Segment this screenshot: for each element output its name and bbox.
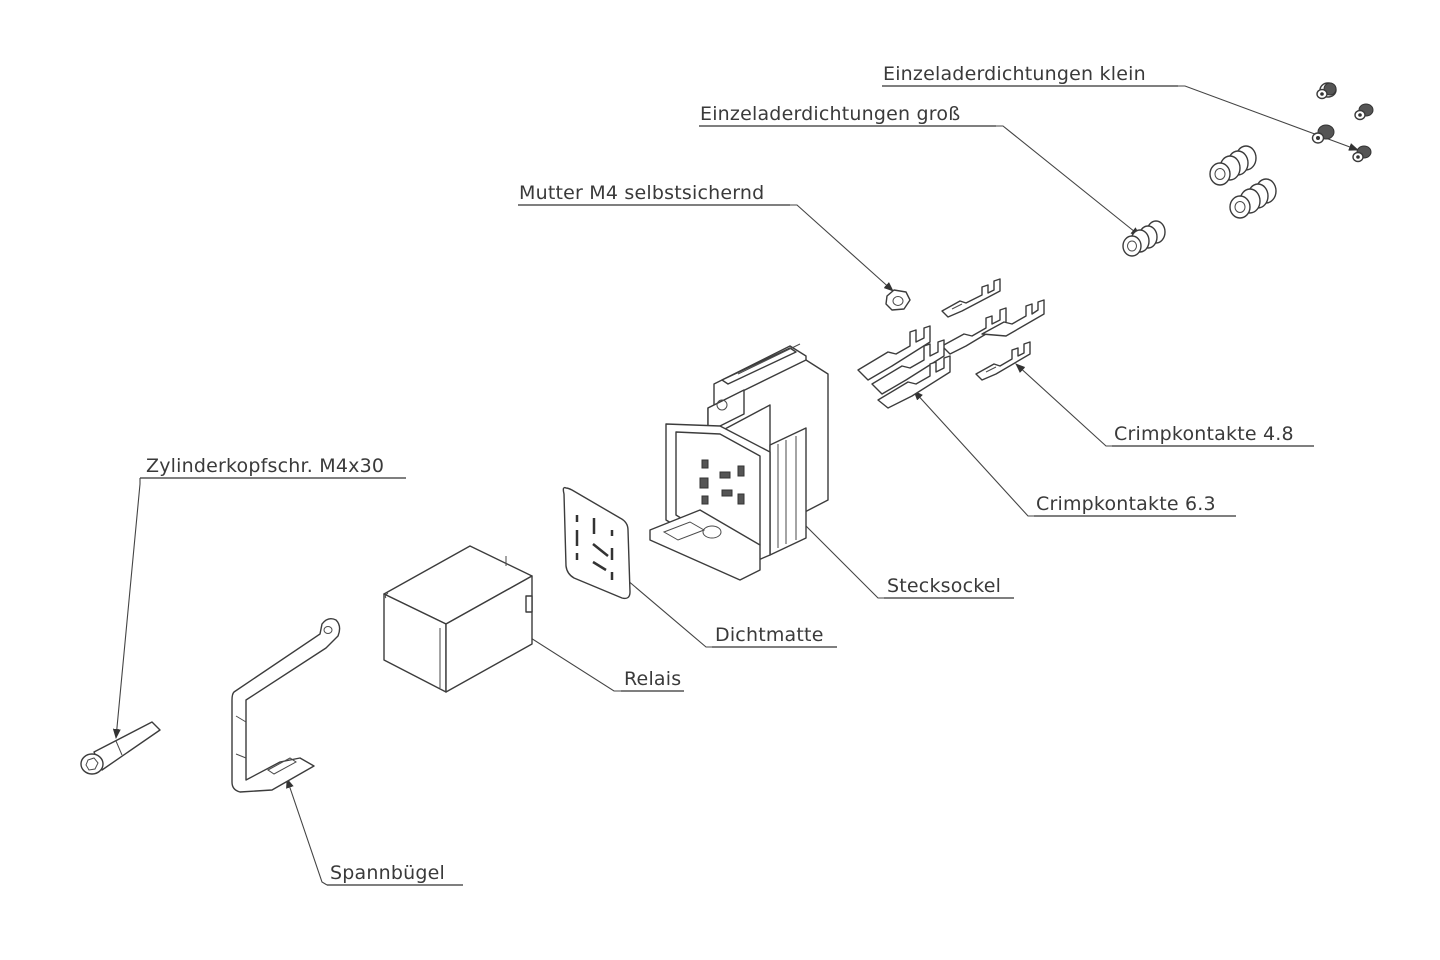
callout-stecksockel: Stecksockel xyxy=(781,501,1014,599)
small-seal xyxy=(1352,145,1372,163)
label-einzeladerdichtungen-gross: Einzeladerdichtungen groß xyxy=(700,103,960,125)
leader-line xyxy=(790,204,894,292)
part-dichtmatte xyxy=(562,486,631,600)
leader-line xyxy=(913,390,1034,517)
callout-zylinderkopfschraube: Zylinderkopfschr. M4x30 xyxy=(112,455,406,739)
small-seal xyxy=(1354,103,1374,121)
leader-line xyxy=(112,478,141,739)
leader-line xyxy=(599,556,712,648)
leader-line xyxy=(1178,85,1359,151)
callout-einzeladerdichtungen-gross: Einzeladerdichtungen groß xyxy=(699,103,1141,237)
part-relais xyxy=(383,545,533,693)
leader-line xyxy=(511,625,621,692)
callout-einzeladerdichtungen-klein: Einzeladerdichtungen klein xyxy=(882,63,1359,151)
label-relais: Relais xyxy=(624,668,681,690)
callout-crimpkontakte-48: Crimpkontakte 4.8 xyxy=(1015,363,1314,447)
small-seal xyxy=(1311,124,1335,144)
label-spannbuegel: Spannbügel xyxy=(330,862,445,884)
part-zylinderkopfschraube xyxy=(80,721,161,775)
label-einzeladerdichtungen-klein: Einzeladerdichtungen klein xyxy=(883,63,1146,85)
leader-line xyxy=(996,125,1141,237)
label-stecksockel: Stecksockel xyxy=(887,575,1001,597)
label-crimpkontakte-63: Crimpkontakte 6.3 xyxy=(1036,493,1216,515)
callout-mutter: Mutter M4 selbstsichernd xyxy=(518,182,894,292)
part-einzeladerdichtungen-klein xyxy=(1311,82,1374,163)
part-spannbuegel xyxy=(231,617,341,793)
label-dichtmatte: Dichtmatte xyxy=(715,624,824,646)
leader-line xyxy=(781,501,884,599)
large-seal xyxy=(1122,220,1166,257)
crimp-contact xyxy=(975,341,1031,381)
socket-pin-holes xyxy=(699,459,745,505)
part-einzeladerdichtungen-gross xyxy=(1122,145,1277,257)
callout-spannbuegel: Spannbügel xyxy=(286,778,463,886)
crimp-contact-cluster xyxy=(857,325,951,409)
crimp-contact xyxy=(941,299,1045,355)
label-crimpkontakte-48: Crimpkontakte 4.8 xyxy=(1114,423,1294,445)
part-crimpkontakte-48 xyxy=(941,278,1031,381)
part-stecksockel xyxy=(649,343,829,581)
part-crimpkontakte-63 xyxy=(857,299,1045,409)
label-zylinderkopfschraube: Zylinderkopfschr. M4x30 xyxy=(146,455,384,477)
leader-line xyxy=(286,778,328,886)
large-seal xyxy=(1209,145,1257,186)
callout-dichtmatte: Dichtmatte xyxy=(599,556,837,648)
callout-relais: Relais xyxy=(509,623,684,692)
small-seal xyxy=(1316,82,1337,100)
part-mutter-m4 xyxy=(885,289,911,311)
callout-crimpkontakte-63: Crimpkontakte 6.3 xyxy=(913,390,1236,517)
large-seal xyxy=(1229,178,1277,219)
leader-line xyxy=(1015,363,1112,447)
crimp-contact xyxy=(941,278,1001,318)
label-mutter-m4: Mutter M4 selbstsichernd xyxy=(519,182,764,204)
